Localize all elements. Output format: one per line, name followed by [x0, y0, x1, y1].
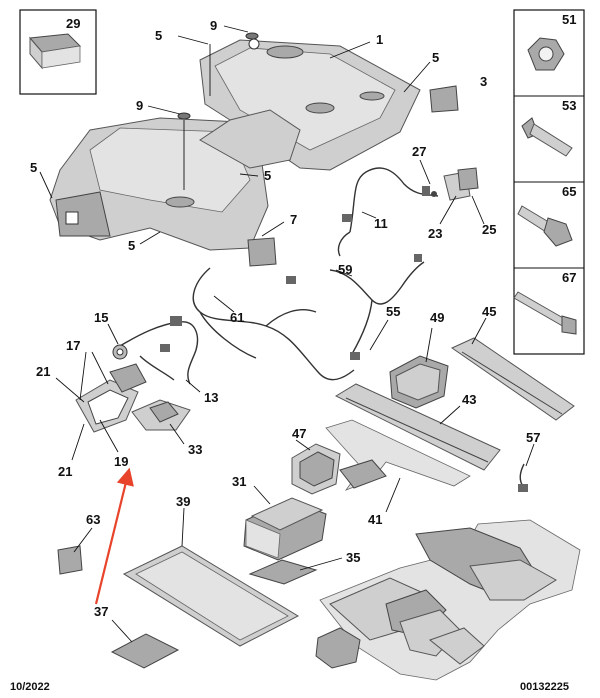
- part-33: [131, 399, 191, 431]
- label-25: 25: [482, 222, 496, 237]
- harness-13: [119, 316, 199, 385]
- part-17-frame: [75, 363, 147, 433]
- long-bolt-icon: [513, 291, 577, 335]
- label-61: 61: [230, 310, 244, 325]
- label-53: 53: [562, 98, 576, 113]
- label-67: 67: [562, 270, 576, 285]
- label-45: 45: [482, 304, 496, 319]
- label-15: 15: [94, 310, 108, 325]
- label-21a: 21: [36, 364, 50, 379]
- complete-assembly: [315, 519, 581, 681]
- highlight-arrow: [94, 467, 134, 605]
- leader-lines: [39, 25, 535, 643]
- label-19: 19: [114, 454, 128, 469]
- label-5d: 5: [264, 168, 271, 183]
- label-23: 23: [428, 226, 442, 241]
- part-47: [291, 443, 341, 495]
- part-3: [429, 85, 459, 113]
- label-5a: 5: [155, 28, 162, 43]
- bolt-icon: [517, 205, 573, 247]
- part-39-plate: [122, 545, 300, 647]
- fastener-panel: [513, 9, 585, 355]
- rivet-icon: [521, 117, 573, 157]
- part-45-bar: [450, 337, 575, 421]
- label-21b: 21: [58, 464, 72, 479]
- lower-tray: [49, 109, 301, 251]
- label-59: 59: [338, 262, 352, 277]
- part-35-pad: [248, 559, 318, 585]
- label-41: 41: [368, 512, 382, 527]
- label-51: 51: [562, 12, 576, 27]
- part-23-bracket: [431, 167, 479, 201]
- label-5c: 5: [30, 160, 37, 175]
- label-43: 43: [462, 392, 476, 407]
- label-29: 29: [66, 16, 80, 31]
- part-49: [389, 355, 449, 409]
- harness-59: [329, 254, 425, 355]
- label-31: 31: [232, 474, 246, 489]
- harness-11: [337, 167, 439, 257]
- label-63: 63: [86, 512, 100, 527]
- label-11: 11: [374, 216, 388, 231]
- label-5b: 5: [432, 50, 439, 65]
- label-17: 17: [66, 338, 80, 353]
- label-65: 65: [562, 184, 576, 199]
- label-5e: 5: [128, 238, 135, 253]
- label-33: 33: [188, 442, 202, 457]
- nut-icon: [527, 37, 565, 71]
- part-57: [518, 463, 528, 492]
- part-37-plate: [110, 633, 180, 669]
- part-31-module: [243, 497, 327, 561]
- label-39: 39: [176, 494, 190, 509]
- label-1: 1: [376, 32, 383, 47]
- label-13: 13: [204, 390, 218, 405]
- harness-61: [192, 267, 360, 381]
- label-55: 55: [386, 304, 400, 319]
- part-63-pad: [57, 545, 83, 575]
- label-3: 3: [480, 74, 487, 89]
- label-9b: 9: [136, 98, 143, 113]
- label-7: 7: [290, 212, 297, 227]
- part-9-washer-a: [245, 32, 259, 40]
- label-35: 35: [346, 550, 360, 565]
- part-1-tray: [199, 38, 421, 171]
- label-9a: 9: [210, 18, 217, 33]
- part-15-connector: [112, 344, 128, 360]
- part-43-bar: [334, 383, 501, 471]
- footer-ref: 00132225: [520, 681, 569, 693]
- label-27: 27: [412, 144, 426, 159]
- part-7: [247, 237, 277, 267]
- label-57: 57: [526, 430, 540, 445]
- label-47: 47: [292, 426, 306, 441]
- part-29-box: [19, 9, 97, 95]
- label-49: 49: [430, 310, 444, 325]
- footer-date: 10/2022: [10, 681, 50, 693]
- part-41-plate: [325, 419, 471, 491]
- part-9-washer-b: [177, 112, 191, 120]
- label-37: 37: [94, 604, 108, 619]
